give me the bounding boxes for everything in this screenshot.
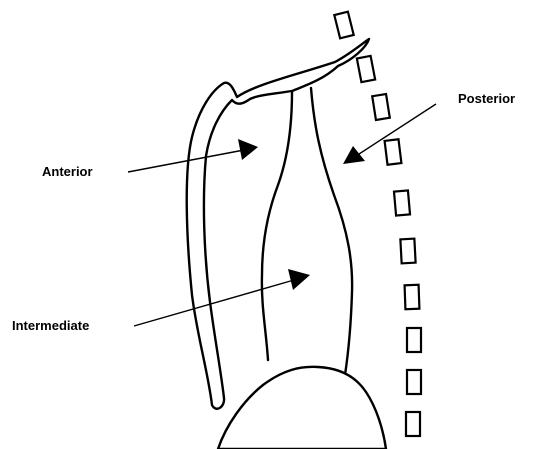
anterior-arrow-head [238,139,258,160]
vertebra [407,370,421,394]
vertebral-column [334,12,421,436]
vertebra [385,139,402,165]
posterior-arrow-head [343,146,365,164]
anterior-pointer: Anterior [42,139,258,179]
vertebra [357,56,375,82]
vertebra [406,412,420,436]
intermediate-label: Intermediate [12,318,89,333]
vertebra [394,190,410,215]
vertebra [405,285,420,309]
vertebra [400,239,415,264]
intermediate-arrow-head [288,269,310,290]
posterior-boundary-line [311,88,352,375]
sternum-outline [187,39,369,409]
diaphragm-dome [218,367,386,449]
vertebra [372,94,390,120]
vertebra [407,328,421,352]
anterior-label: Anterior [42,164,93,179]
anterior-arrow-shaft [128,150,244,172]
posterior-pointer: Posterior [343,91,515,164]
vertebra [334,12,353,39]
anterior-boundary-line [262,92,292,360]
posterior-label: Posterior [458,91,515,106]
intermediate-arrow-shaft [134,280,294,326]
